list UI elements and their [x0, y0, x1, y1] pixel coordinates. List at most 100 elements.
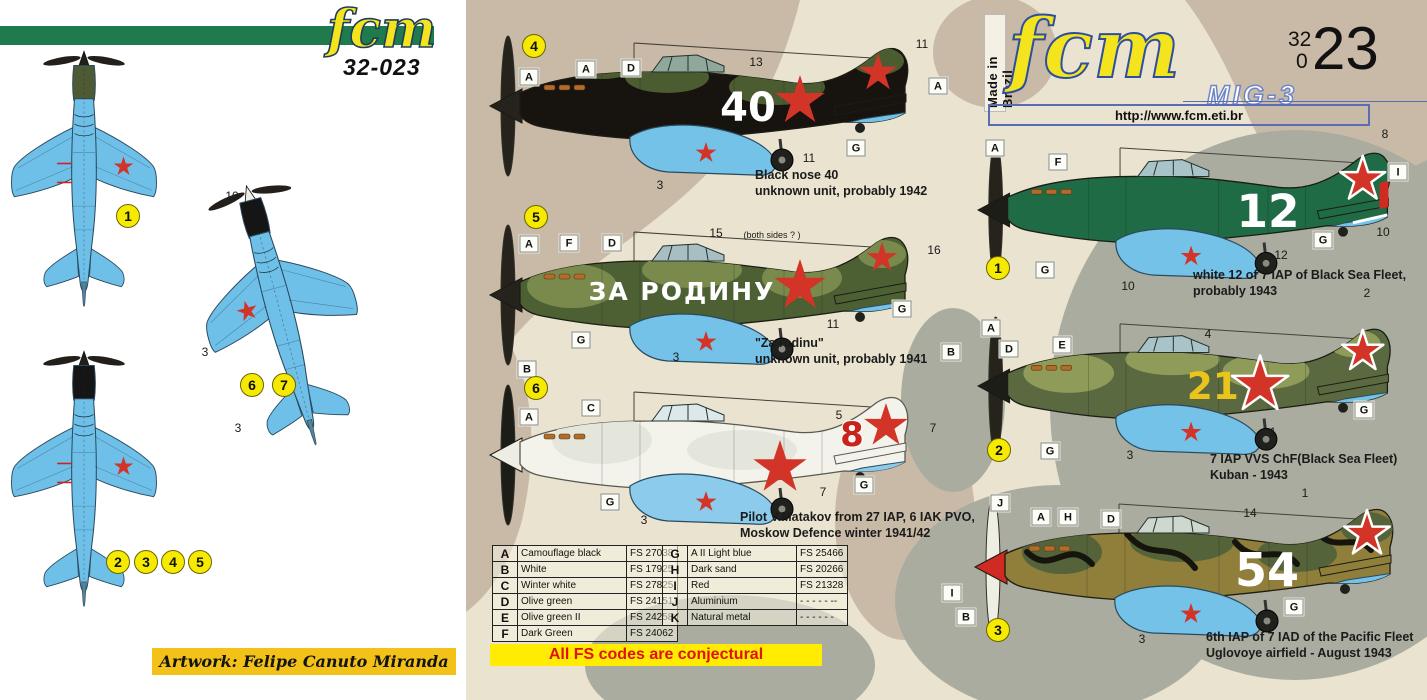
- decal-number-label: 3: [201, 345, 209, 359]
- scheme-number-circle-3: 3: [986, 618, 1010, 642]
- fs-letter: F: [492, 625, 518, 642]
- fs-color-table-right: G A II Light blue FS 25466 H Dark sand F…: [662, 545, 848, 626]
- decal-number-label: 3: [1138, 632, 1146, 646]
- svg-text:54: 54: [1235, 543, 1299, 597]
- decal-number-label: 3: [640, 513, 648, 527]
- fs-code: FS 20266: [796, 561, 848, 578]
- callout-chip-G: G: [846, 139, 866, 157]
- profile-caption-p4: Black nose 40 unknown unit, probably 194…: [755, 168, 928, 199]
- profile-p5: ЗА РОДИНУ: [482, 220, 942, 375]
- fcm-logo-left: fcm: [326, 0, 437, 60]
- fs-note: All FS codes are conjectural: [548, 646, 764, 663]
- svg-text:8: 8: [840, 415, 864, 455]
- fs-color-name: Red: [687, 577, 797, 594]
- fs-code: FS 21328: [796, 577, 848, 594]
- fs-letter: J: [662, 593, 688, 610]
- fs-code: - - - - - -: [796, 609, 848, 626]
- fs-letter: G: [662, 545, 688, 562]
- fs-letter: B: [492, 561, 518, 578]
- callout-chip-A: A: [1031, 508, 1051, 526]
- decal-number-label: 13: [749, 55, 763, 69]
- decal-number-label: 15: [709, 226, 723, 240]
- profile-caption-p1: white 12 of 7 IAP of Black Sea Fleet, pr…: [1193, 268, 1407, 299]
- fs-color-table-left: A Camouflage black FS 27038 B White FS 1…: [492, 545, 678, 642]
- artwork-credit-bar: Artwork: Felipe Canuto Miranda: [152, 648, 456, 675]
- callout-chip-D: D: [1101, 510, 1121, 528]
- svg-text:40: 40: [720, 85, 776, 131]
- fs-color-name: Dark sand: [687, 561, 797, 578]
- scheme-number-circle-1: 1: [986, 256, 1010, 280]
- fs-color-name: Winter white: [517, 577, 627, 594]
- profile-caption-p5: "Za rodinu" unknown unit, probably 1941: [755, 336, 928, 367]
- fs-color-name: Camouflage black: [517, 545, 627, 562]
- fs-row-B: B White FS 17925: [492, 561, 678, 578]
- profile-p1: 12: [966, 136, 1427, 289]
- callout-chip-B: B: [517, 360, 537, 378]
- fs-code: FS 24062: [626, 625, 678, 642]
- fs-color-name: A II Light blue: [687, 545, 797, 562]
- callout-chip-G: G: [892, 300, 912, 318]
- profile-caption-p2: 7 IAP VVS ChF(Black Sea Fleet) Kuban - 1…: [1210, 452, 1398, 483]
- callout-chip-G: G: [854, 476, 874, 494]
- fs-row-F: F Dark Green FS 24062: [492, 625, 678, 642]
- decal-number-label: 3: [234, 421, 242, 435]
- decal-number-label: 5: [835, 408, 843, 422]
- profile-p2: 21: [966, 312, 1427, 465]
- fs-row-A: A Camouflage black FS 27038: [492, 545, 678, 562]
- scheme-number-circle-4: 4: [522, 34, 546, 58]
- aircraft-profile-svg: ЗА РОДИНУ: [488, 224, 909, 366]
- profile-p6: 8: [482, 380, 942, 535]
- decal-number-label: 11: [802, 151, 816, 165]
- scheme-number-circle-5: 5: [524, 205, 548, 229]
- scheme-number-circle-7: 7: [272, 373, 296, 397]
- aircraft-topview-svg: [206, 184, 358, 446]
- aircraft-profile-svg: 40: [488, 35, 909, 177]
- aircraft-topview-svg: [11, 50, 157, 307]
- decal-number-label: (both sides ? ): [743, 230, 801, 240]
- made-in-strip: [984, 14, 1006, 112]
- decal-number-label: 7: [819, 485, 827, 499]
- decal-number-label: 1: [1269, 425, 1277, 439]
- decal-number-label: 3: [672, 350, 680, 364]
- fs-row-H: H Dark sand FS 20266: [662, 561, 848, 578]
- decal-number-label: 14: [1243, 506, 1257, 520]
- fs-color-name: Natural metal: [687, 609, 797, 626]
- fs-code: - - - - - --: [796, 593, 848, 610]
- fs-row-I: I Red FS 21328: [662, 577, 848, 594]
- scheme-number-circle-1: 1: [116, 204, 140, 228]
- scheme-number-circle-5: 5: [188, 550, 212, 574]
- fs-letter: K: [662, 609, 688, 626]
- decal-number-label: 2: [1363, 286, 1371, 300]
- decal-number-label: 1: [1301, 486, 1309, 500]
- callout-chip-J: J: [990, 494, 1010, 512]
- callout-chip-A: A: [928, 77, 948, 95]
- fs-letter: H: [662, 561, 688, 578]
- decal-number-label: 3: [1126, 448, 1134, 462]
- url-bar: http://www.fcm.eti.br: [988, 104, 1370, 126]
- callout-chip-B: B: [941, 343, 961, 361]
- fcm-logo-right: fcm: [1007, 1, 1181, 97]
- callout-chip-A: A: [981, 319, 1001, 337]
- fs-letter: I: [662, 577, 688, 594]
- scheme-number-circle-4: 4: [161, 550, 185, 574]
- artwork-credit: Artwork: Felipe Canuto Miranda: [159, 652, 449, 671]
- decal-number-label: 7: [929, 421, 937, 435]
- callout-chip-A: A: [519, 68, 539, 86]
- callout-chip-G: G: [1313, 231, 1333, 249]
- green-logo-bar: [0, 26, 434, 45]
- profile-caption-p6: Pilot V.Matakov from 27 IAP, 6 IAK PVO, …: [740, 510, 975, 541]
- decal-number-label: 10: [225, 189, 239, 203]
- fs-color-name: Olive green II: [517, 609, 627, 626]
- callout-chip-G: G: [600, 493, 620, 511]
- fs-row-J: J Aluminium - - - - - --: [662, 593, 848, 610]
- fs-letter: E: [492, 609, 518, 626]
- header-rule: [1183, 101, 1427, 102]
- callout-chip-C: C: [581, 399, 601, 417]
- callout-chip-F: F: [1048, 153, 1068, 171]
- callout-chip-I: I: [942, 584, 962, 602]
- decal-number-label: 10: [1121, 279, 1135, 293]
- callout-chip-D: D: [999, 340, 1019, 358]
- callout-chip-D: D: [621, 59, 641, 77]
- callout-chip-A: A: [576, 60, 596, 78]
- callout-chip-F: F: [559, 234, 579, 252]
